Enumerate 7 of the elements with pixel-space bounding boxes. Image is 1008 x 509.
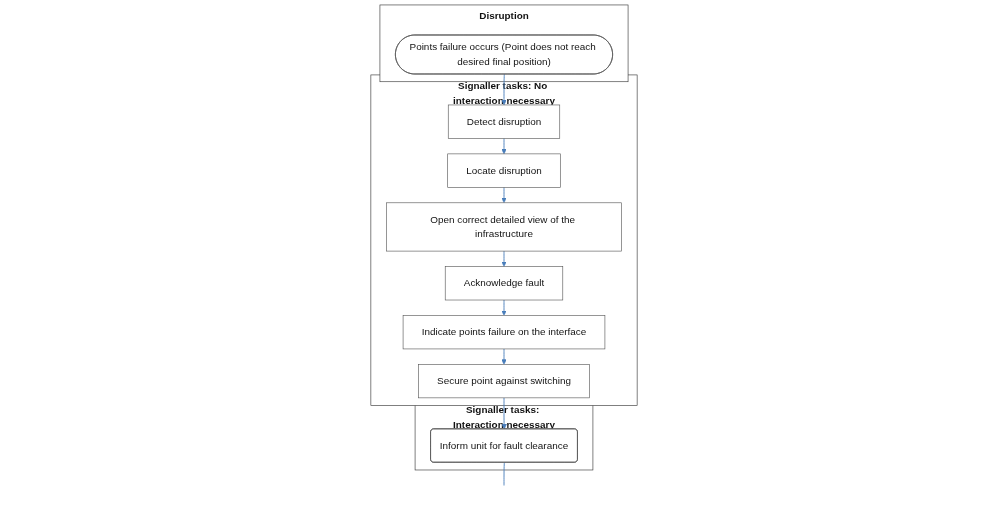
node-box: Locate disruption — [447, 153, 561, 188]
node-box: Indicate points failure on the interface — [402, 315, 606, 350]
node-box: Open correct detailed view of the infrastructure — [386, 202, 622, 252]
connector — [503, 462, 505, 486]
node-box: Detect disruption — [447, 104, 561, 139]
node-box: Secure point against switching — [418, 364, 590, 399]
node-box: Acknowledge fault — [444, 266, 564, 301]
